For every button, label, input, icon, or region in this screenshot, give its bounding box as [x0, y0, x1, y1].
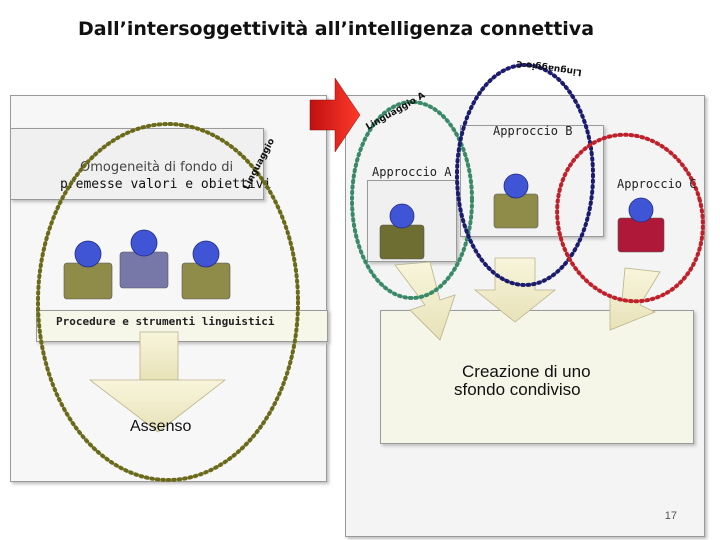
- premises-line2: premesse valori e obiettivi: [60, 177, 272, 192]
- oval-approach-c: [555, 132, 705, 304]
- curved-label-a: Linguaggio A: [365, 91, 428, 133]
- approach-c-label: Approccio C: [617, 177, 697, 191]
- approach-b-label: Approccio B: [493, 124, 573, 138]
- person-approach-c: [617, 197, 665, 253]
- oval-approach-a: [350, 100, 474, 300]
- approach-a-label: Approccio A: [372, 165, 452, 179]
- person-approach-b: [493, 173, 539, 229]
- procedure-box: [36, 310, 328, 342]
- result-line2: sfondo condiviso: [454, 380, 581, 399]
- assenso-label: Assenso: [130, 418, 192, 435]
- curved-label-left: Linguaggio: [242, 137, 277, 191]
- person-left-2: [119, 229, 169, 289]
- oval-left: [36, 122, 300, 482]
- procedure-label: Procedure e strumenti linguistici: [56, 315, 275, 328]
- transition-arrow: [309, 77, 361, 153]
- person-left-3: [181, 240, 231, 300]
- page-number: 17: [664, 510, 677, 522]
- person-approach-a: [379, 203, 425, 260]
- result-line1: Creazione di uno: [462, 362, 591, 381]
- oval-approach-b: [455, 63, 595, 287]
- person-left-1: [63, 240, 113, 300]
- page-title: Dall’intersoggettività all’intelligenza …: [78, 18, 595, 40]
- assenso-arrow: [88, 331, 227, 433]
- premises-line1: Omogeneità di fondo di: [80, 160, 234, 175]
